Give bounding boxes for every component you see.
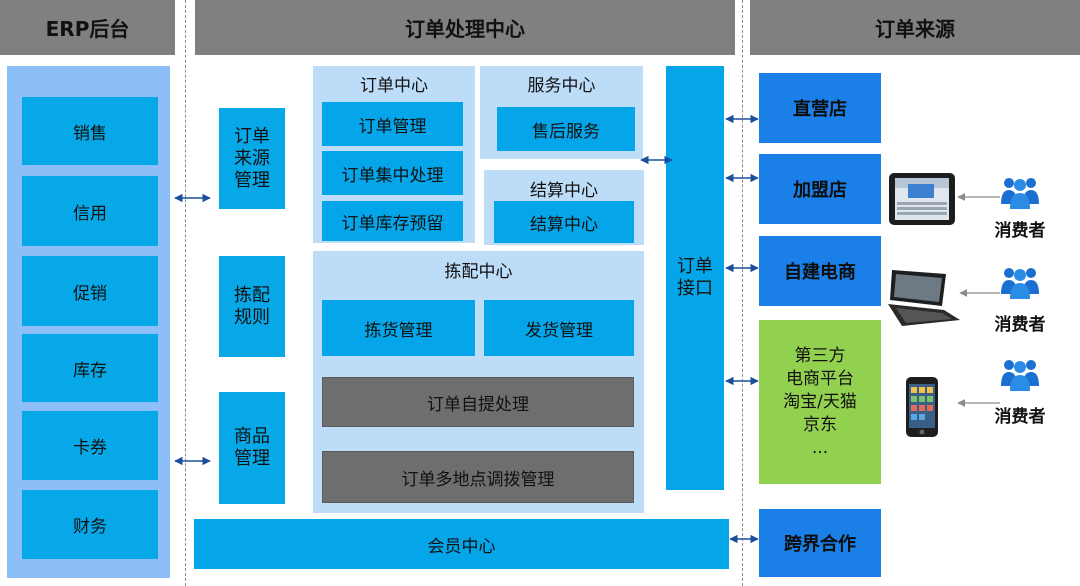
settlement-box: 结算中心: [494, 201, 634, 243]
interface-text: 订单: [677, 256, 713, 277]
separator-left: [185, 0, 186, 586]
box-label: 售后服务: [532, 121, 600, 142]
header-erp-label: ERP后台: [45, 17, 130, 41]
module-text: 拣配: [234, 284, 270, 306]
module-text: 订单: [234, 125, 270, 147]
box-label: 拣货管理: [364, 320, 433, 341]
source-label: 加盟店: [793, 180, 847, 201]
after-sales-box: 售后服务: [497, 107, 635, 151]
order-center-title: 订单中心: [360, 76, 428, 96]
header-center-label: 订单处理中心: [405, 17, 525, 41]
source-third-party: 第三方 电商平台 淘宝/天猫 京东 ...: [759, 320, 881, 484]
consumer-label: 消费者: [994, 315, 1046, 335]
order-pickup-box: 订单自提处理: [322, 377, 634, 427]
erp-item-label: 卡券: [73, 438, 107, 458]
module-order-source-mgmt: 订单 来源 管理: [219, 108, 285, 209]
erp-item-coupon: 卡券: [22, 411, 158, 480]
member-center: 会员中心: [194, 519, 729, 569]
tablet-icon: [889, 173, 955, 225]
header-source-label: 订单来源: [875, 17, 955, 41]
module-text: 规则: [234, 306, 270, 328]
box-label: 订单多地点调拨管理: [401, 469, 555, 490]
order-inventory-reserve-box: 订单库存预留: [322, 201, 463, 241]
consumer-label: 消费者: [994, 221, 1046, 241]
picking-center-title: 拣配中心: [444, 262, 513, 282]
order-central-processing-box: 订单集中处理: [322, 151, 463, 195]
module-goods-mgmt: 商品 管理: [219, 392, 285, 504]
box-label: 发货管理: [525, 320, 593, 341]
box-label: 订单库存预留: [341, 213, 444, 234]
third-party-line: 淘宝/天猫: [783, 391, 857, 412]
header-erp: ERP后台: [0, 0, 175, 55]
erp-item-finance: 财务: [22, 490, 158, 559]
erp-item-credit: 信用: [22, 176, 158, 246]
source-crossborder: 跨界合作: [759, 509, 881, 577]
module-text: 商品: [234, 426, 270, 447]
erp-item-label: 促销: [73, 283, 107, 304]
erp-item-promotion: 促销: [22, 256, 158, 326]
module-text: 来源: [234, 147, 270, 169]
consumer-group-icon: [1001, 268, 1039, 299]
box-label: 订单集中处理: [341, 165, 444, 186]
service-center-title: 服务中心: [527, 76, 596, 96]
third-party-line: 京东: [803, 414, 837, 435]
third-party-line: 第三方: [794, 345, 846, 366]
source-direct-store: 直营店: [759, 73, 881, 143]
settlement-center-title: 结算中心: [530, 181, 598, 201]
box-label: 结算中心: [530, 214, 598, 235]
source-own-ecommerce: 自建电商: [759, 236, 881, 306]
module-text: 管理: [234, 448, 270, 469]
source-label: 跨界合作: [784, 534, 856, 555]
module-picking-rules: 拣配 规则: [219, 256, 285, 357]
consumer-group-icon: [1001, 360, 1039, 391]
module-text: 管理: [234, 169, 270, 191]
erp-item-inventory: 库存: [22, 334, 158, 402]
order-interface: 订单 接口: [666, 66, 724, 490]
order-mgmt-box: 订单管理: [322, 102, 463, 146]
order-multi-site-transfer-box: 订单多地点调拨管理: [322, 451, 634, 503]
erp-item-label: 信用: [73, 203, 107, 224]
consumer-group-icon: [1001, 178, 1039, 209]
picking-mgmt-box: 拣货管理: [322, 300, 475, 356]
source-label: 直营店: [793, 99, 847, 120]
third-party-line: ...: [811, 437, 829, 458]
erp-item-sales: 销售: [22, 97, 158, 165]
source-label: 自建电商: [784, 262, 856, 283]
erp-item-label: 销售: [73, 123, 107, 144]
header-order-source: 订单来源: [750, 0, 1080, 55]
member-center-label: 会员中心: [427, 536, 496, 557]
erp-item-label: 库存: [73, 360, 107, 381]
source-franchise: 加盟店: [759, 154, 881, 224]
shipping-mgmt-box: 发货管理: [484, 300, 634, 356]
phone-icon: [906, 377, 938, 437]
separator-right: [742, 0, 743, 586]
interface-text: 接口: [677, 278, 713, 299]
laptop-icon: [888, 270, 960, 326]
erp-item-label: 财务: [73, 517, 107, 537]
box-label: 订单自提处理: [427, 394, 529, 415]
third-party-line: 电商平台: [786, 368, 854, 389]
box-label: 订单管理: [358, 116, 427, 137]
consumer-label: 消费者: [994, 407, 1046, 427]
header-order-center: 订单处理中心: [195, 0, 735, 55]
